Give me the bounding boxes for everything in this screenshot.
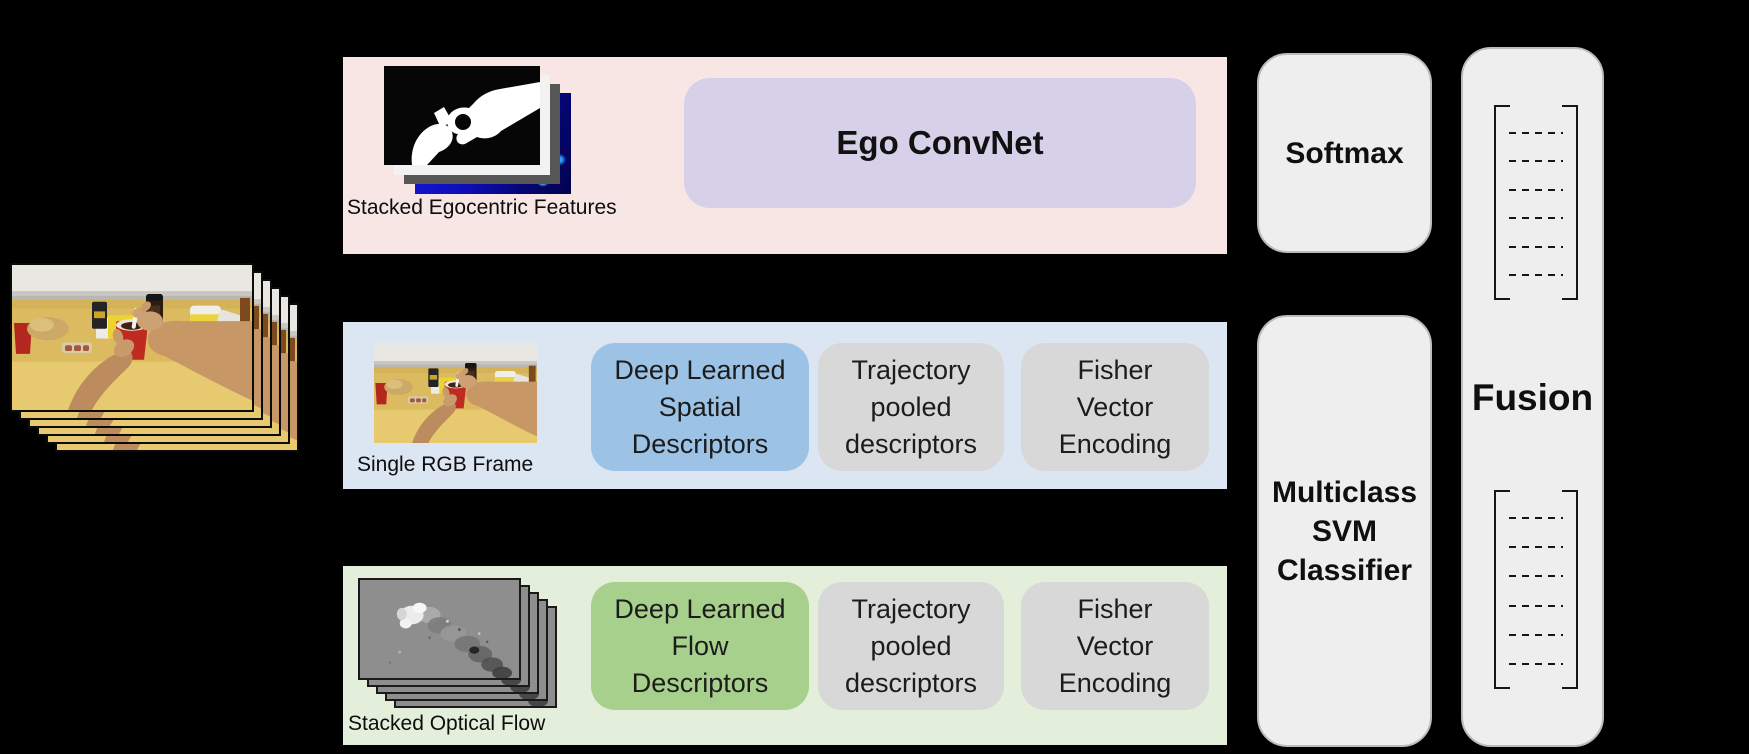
fisher-vector-encoding-box: Fisher Vector Encoding [1021,582,1209,710]
temporal-stream-band: Stacked Optical Flow Deep Learned Flow D… [343,566,1227,745]
vector-dash [1509,575,1563,578]
vector-dash [1509,662,1563,665]
score-vector [1494,490,1578,689]
trajectory-pooled-descriptors-box: Trajectory pooled descriptors [818,582,1004,710]
score-vector [1494,105,1578,300]
vector-dash [1509,160,1563,163]
optical-flow-image [360,580,519,678]
box-label: Deep Learned Flow Descriptors [614,593,786,698]
vector-dash [1509,633,1563,636]
optical-flow-caption: Stacked Optical Flow [348,712,546,735]
deep-learned-flow-descriptors-box: Deep Learned Flow Descriptors [591,582,809,710]
box-label: Deep Learned Spatial Descriptors [614,354,786,459]
box-label: Trajectory pooled descriptors [844,593,978,698]
score-vector-rows [1494,105,1578,300]
multiclass-svm-classifier-label: Multiclass SVM Classifier [1271,475,1418,587]
rgb-frame-image [374,343,537,443]
hand-mask-image [384,66,540,165]
score-vector-rows [1494,490,1578,689]
vector-dash [1509,273,1563,276]
ego-stream-band: Stacked Egocentric Features Ego ConvNet [343,57,1227,254]
deep-learned-spatial-descriptors-box: Deep Learned Spatial Descriptors [591,343,809,471]
ego-stack-caption: Stacked Egocentric Features [347,196,617,219]
vector-dash [1509,604,1563,607]
video-frame [10,263,254,412]
ego-convnet-label: Ego ConvNet [836,124,1044,161]
vector-dash [1509,517,1563,519]
vector-dash [1509,217,1563,220]
rgb-frame-caption: Single RGB Frame [357,453,534,476]
spatial-stream-band: Single RGB Frame Deep Learned Spatial De… [343,322,1227,489]
vector-dash [1509,245,1563,248]
box-label: Fisher Vector Encoding [1058,593,1172,698]
vector-dash [1509,132,1563,134]
softmax-label: Softmax [1285,136,1404,170]
multiclass-svm-classifier-box: Multiclass SVM Classifier [1257,315,1432,747]
rgb-frame-image [12,265,252,410]
fisher-vector-encoding-box: Fisher Vector Encoding [1021,343,1209,471]
ego-convnet-box: Ego ConvNet [684,78,1196,208]
trajectory-pooled-descriptors-box: Trajectory pooled descriptors [818,343,1004,471]
fusion-box: Fusion [1461,47,1604,747]
softmax-box: Softmax [1257,53,1432,253]
vector-dash [1509,546,1563,549]
box-label: Fisher Vector Encoding [1058,354,1172,459]
vector-dash [1509,188,1563,191]
box-label: Trajectory pooled descriptors [844,354,978,459]
fusion-label: Fusion [1471,377,1594,418]
optical-flow-frame [358,578,521,680]
